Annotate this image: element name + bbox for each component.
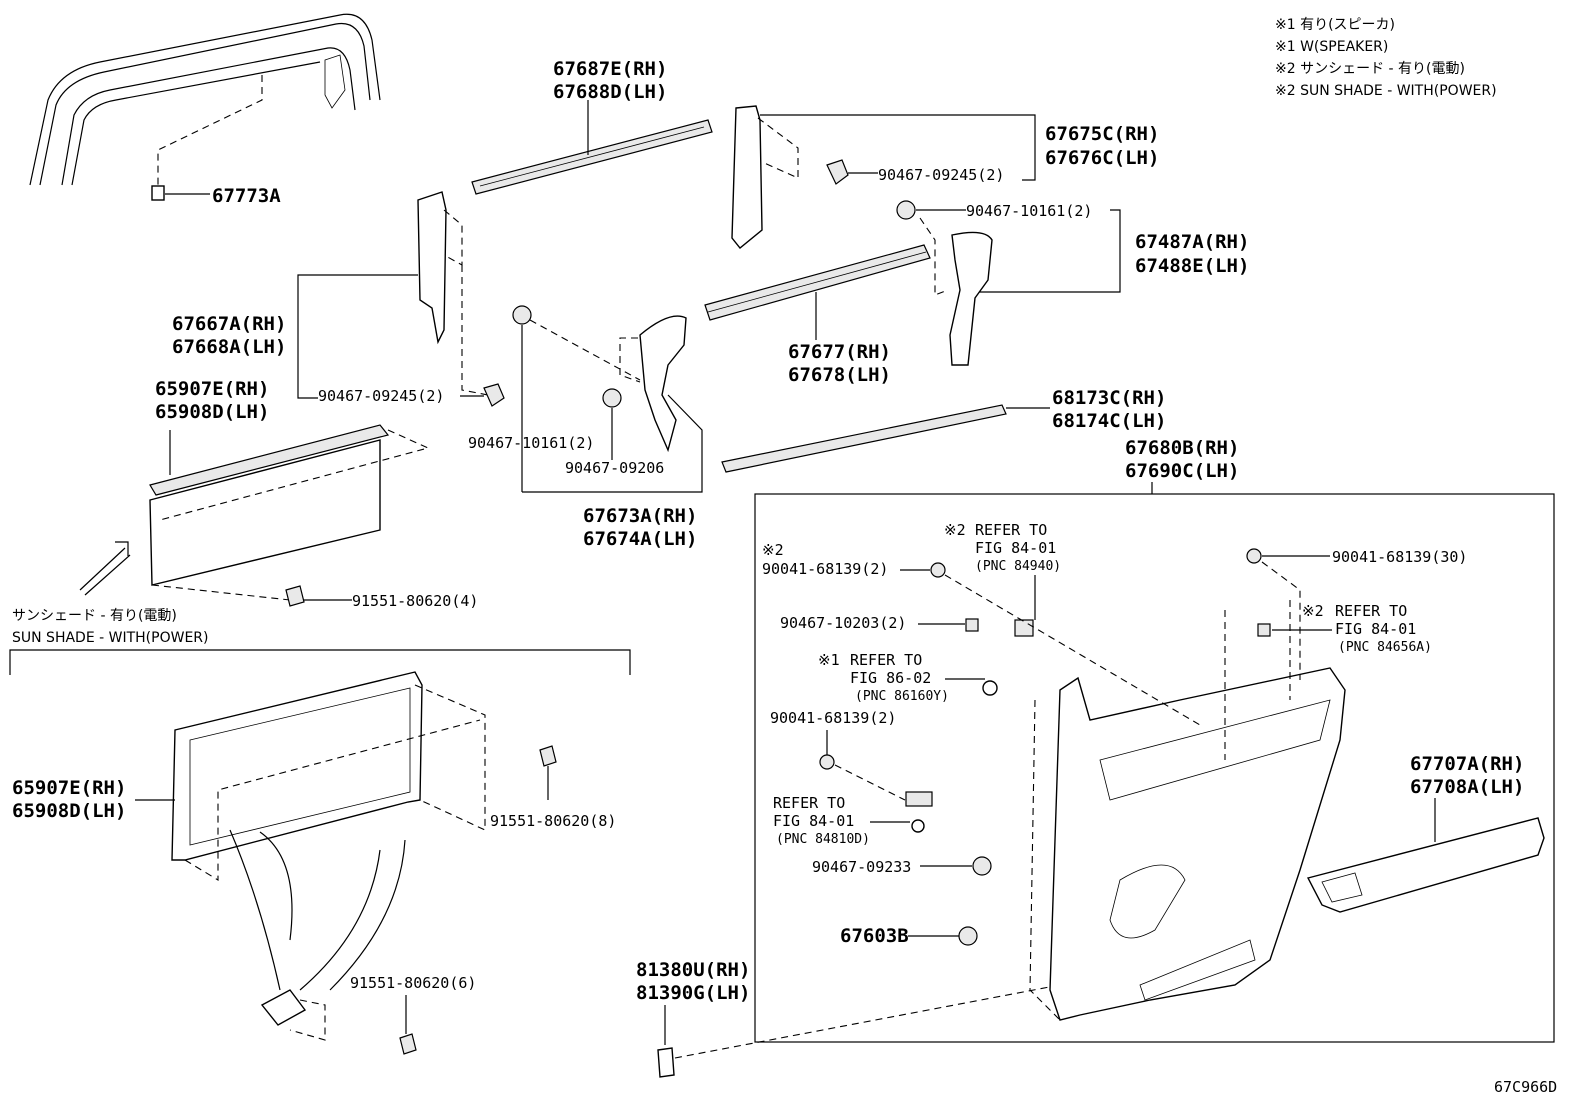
bracket-84810d: [905, 791, 933, 807]
clip-67773a: [151, 185, 165, 201]
trim-67707a: 67707A(RH) 67708A(LH): [1306, 753, 1545, 913]
clip-90467-09245-mid: [483, 383, 505, 407]
note-1-jp: ※1 有り(スピーカ): [1275, 17, 1395, 33]
label-68173c: 68173C(RH): [1052, 387, 1166, 409]
legend-notes: ※1 有り(スピーカ) ※1 W(SPEAKER) ※2 サンシェード - 有り…: [1275, 17, 1497, 99]
bolt-91551-80620-4: [285, 585, 305, 607]
sunshade-lower: 91551-80620(8) 65907E(RH) 65908D(LH) 915…: [9, 649, 631, 1055]
door-trim-group: 67680B(RH) 67690C(LH) ※2 REFER TO FIG 84…: [754, 437, 1555, 1043]
ref1-line1: REFER TO: [975, 521, 1047, 539]
ref1-mark: ※2: [944, 521, 966, 539]
label-65907e-upper: 65907E(RH): [155, 378, 269, 400]
label-67603b: 67603B: [840, 925, 909, 947]
molding-67687e: 67687E(RH) 67688D(LH): [471, 58, 713, 195]
label-67667a: 67667A(RH): [172, 313, 286, 335]
note-2-jp: ※2 サンシェード - 有り(電動): [1275, 61, 1465, 77]
label-90467-09233: 90467-09233: [812, 858, 911, 876]
fastener-67603b: [958, 926, 978, 946]
sunshade-upper: 65907E(RH) 65908D(LH) サンシェード - 有り(電動) SU…: [12, 378, 478, 646]
ref3-line2: FIG 86-02: [850, 669, 931, 687]
label-67773a: 67773A: [212, 185, 281, 207]
ref2-line3: (PNC 84656A): [1338, 640, 1432, 655]
speaker-grommet-86160y: [982, 680, 998, 696]
molding-67677: 67677(RH) 67678(LH): [704, 244, 931, 386]
label-67668a: 67668A(LH): [172, 336, 286, 358]
clip-90467-09245-top: [826, 159, 849, 185]
door-trim-panel: [1049, 667, 1346, 1021]
ref4-line3: (PNC 84810D): [776, 832, 870, 847]
label-67688d: 67688D(LH): [553, 81, 667, 103]
ref1-line3: (PNC 84940): [975, 559, 1061, 574]
ref4-line1: REFER TO: [773, 794, 845, 812]
ref2-line1: REFER TO: [1335, 602, 1407, 620]
label-67707a: 67707A(RH): [1410, 753, 1524, 775]
label-67676c: 67676C(LH): [1045, 147, 1159, 169]
window-frame-drawing: 67773A: [29, 13, 381, 207]
label-91551-80620-8: 91551-80620(8): [490, 812, 616, 830]
label-67674a: 67674A(LH): [583, 528, 697, 550]
label-90041-68139-30: 90041-68139(30): [1332, 548, 1467, 566]
ref2-line2: FIG 84-01: [1335, 620, 1416, 638]
clip-90041-68139-2a: [930, 562, 946, 578]
clip-90041-68139-2b: [819, 754, 835, 770]
note-2-en: ※2 SUN SHADE - WITH(POWER): [1275, 83, 1497, 99]
garnish-67487a: 90467-10161(2) 67487A(RH) 67488E(LH): [896, 200, 1249, 366]
bolt-91551-80620-6: [399, 1033, 417, 1055]
ref3-mark: ※1: [818, 651, 840, 669]
clip-90041-68139-30: [1246, 548, 1262, 564]
ref2-mark: ※2: [1302, 602, 1324, 620]
label-67708a: 67708A(LH): [1410, 776, 1524, 798]
garnish-67675c: 90467-09245(2) 67675C(RH) 67676C(LH): [731, 105, 1159, 249]
label-67680b: 67680B(RH): [1125, 437, 1239, 459]
garnish-67667a: 90467-09245(2) 67667A(RH) 67668A(LH): [172, 191, 505, 407]
ref1-line2: FIG 84-01: [975, 539, 1056, 557]
sunshade-note-en: SUN SHADE - WITH(POWER): [12, 630, 208, 646]
label-68174c: 68174C(LH): [1052, 410, 1166, 432]
label-91551-80620-4: 91551-80620(4): [352, 592, 478, 610]
label-65908d-upper: 65908D(LH): [155, 401, 269, 423]
label-67487a: 67487A(RH): [1135, 231, 1249, 253]
ref3-line1: REFER TO: [850, 651, 922, 669]
label-65908d-lower: 65908D(LH): [12, 800, 126, 822]
clip-mark: ※2: [762, 541, 784, 559]
clip-90467-10203: [965, 618, 979, 632]
bracket-84940: [1014, 619, 1034, 637]
label-90041-68139-2a: 90041-68139(2): [762, 560, 888, 578]
bolt-91551-80620-8: [539, 745, 557, 767]
clip-90467-10161-center: [512, 305, 532, 325]
bracket-84656a: [1257, 623, 1271, 637]
label-90467-10161-center: 90467-10161(2): [468, 434, 594, 452]
label-67687e: 67687E(RH): [553, 58, 667, 80]
part-81380u: 81380U(RH) 81390G(LH): [636, 959, 1061, 1078]
ref4-line2: FIG 84-01: [773, 812, 854, 830]
label-67678: 67678(LH): [788, 364, 891, 386]
label-91551-80620-6: 91551-80620(6): [350, 974, 476, 992]
clip-90467-10161-top: [896, 200, 916, 220]
clip-90467-09206: [602, 388, 622, 408]
weatherstrip-68173c: 68173C(RH) 68174C(LH): [721, 387, 1166, 473]
note-1-en: ※1 W(SPEAKER): [1275, 39, 1388, 55]
label-81390g: 81390G(LH): [636, 982, 750, 1004]
label-81380u: 81380U(RH): [636, 959, 750, 981]
label-67690c: 67690C(LH): [1125, 460, 1239, 482]
label-90467-09245-top: 90467-09245(2): [878, 166, 1004, 184]
label-90467-10203: 90467-10203(2): [780, 614, 906, 632]
label-90467-09206: 90467-09206: [565, 459, 664, 477]
label-90467-09245-mid: 90467-09245(2): [318, 387, 444, 405]
ref3-line3: (PNC 86160Y): [855, 689, 949, 704]
label-67673a: 67673A(RH): [583, 505, 697, 527]
clip-90467-09233: [972, 856, 992, 876]
sunshade-note-jp: サンシェード - 有り(電動): [12, 608, 177, 624]
label-67677: 67677(RH): [788, 341, 891, 363]
door-trim-box: [754, 493, 1555, 1043]
label-90041-68139-2b: 90041-68139(2): [770, 709, 896, 727]
label-65907e-lower: 65907E(RH): [12, 777, 126, 799]
label-67488e: 67488E(LH): [1135, 255, 1249, 277]
figure-code: 67C966D: [1494, 1078, 1557, 1096]
label-67675c: 67675C(RH): [1045, 123, 1159, 145]
garnish-67673a: 90467-10161(2) 90467-09206 67673A(RH) 67…: [468, 305, 703, 550]
label-90467-10161-top: 90467-10161(2): [966, 202, 1092, 220]
